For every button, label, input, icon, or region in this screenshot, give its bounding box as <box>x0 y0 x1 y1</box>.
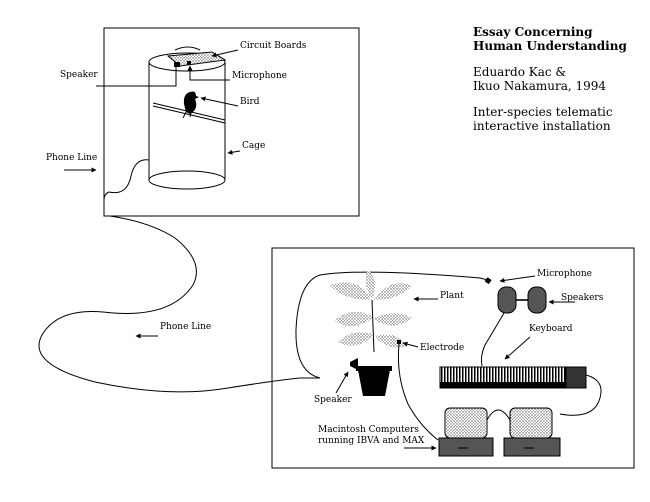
circuit-boards-label: Circuit Boards <box>240 41 307 51</box>
bird-cage-panel <box>103 27 360 217</box>
cage-cylinder <box>148 52 226 190</box>
speaker-top-icon <box>174 62 180 67</box>
credits-line-1: Eduardo Kac & <box>473 65 566 79</box>
speakers-icon <box>497 286 547 314</box>
speaker-microphone-wire <box>295 271 489 379</box>
microphone-bottom-label: Microphone <box>537 269 592 279</box>
description-line-1: Inter-species telematic <box>473 105 613 119</box>
electrode-wire <box>397 343 439 441</box>
keyboard-wire <box>559 374 602 416</box>
electrode-icon <box>397 340 401 344</box>
speakers-label: Speakers <box>561 293 604 303</box>
title-line-2: Human Understanding <box>473 39 627 53</box>
speaker-bottom-label: Speaker <box>314 395 352 405</box>
phone-line-cable <box>38 215 320 393</box>
computer-link-wire <box>486 409 511 421</box>
plant-label: Plant <box>440 291 464 301</box>
speaker-bottom-icon <box>350 358 358 370</box>
electrode-label: Electrode <box>420 343 464 353</box>
plant-icon <box>330 270 412 353</box>
phone-line-top-label: Phone Line <box>46 153 97 163</box>
macintosh-computer-right <box>503 407 561 457</box>
plant-panel <box>271 247 635 469</box>
description-line-2: interactive installation <box>473 119 611 133</box>
phone-line-top-wire <box>103 159 150 201</box>
plant-pot-rim <box>356 366 392 371</box>
microphone-top-label: Microphone <box>232 71 287 81</box>
speaker-top-label: Speaker <box>60 70 98 80</box>
keyboard-label: Keyboard <box>529 324 573 334</box>
macintosh-computer-left <box>438 407 494 457</box>
speakers-wire <box>480 312 505 367</box>
phone-line-middle-label: Phone Line <box>160 322 211 332</box>
plant-pot <box>358 370 390 396</box>
bird-label: Bird <box>240 97 260 107</box>
computers-label-line-2: running IBVA and MAX <box>318 436 425 446</box>
microphone-top-icon <box>187 61 191 65</box>
cage-label: Cage <box>242 141 265 151</box>
bird-icon <box>182 91 199 119</box>
microphone-bottom-icon <box>484 277 492 285</box>
credits-line-2: Ikuo Nakamura, 1994 <box>473 79 606 93</box>
keyboard-icon <box>439 366 587 389</box>
computers-label-line-1: Macintosh Computers <box>318 425 419 435</box>
title-line-1: Essay Concerning <box>473 25 593 39</box>
